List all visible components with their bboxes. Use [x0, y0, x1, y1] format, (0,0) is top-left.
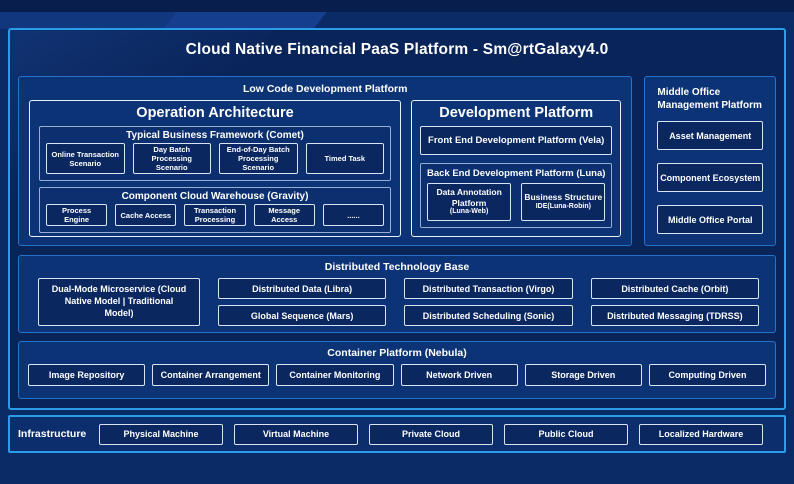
component-cloud-warehouse-title: Component Cloud Warehouse (Gravity) [121, 191, 309, 202]
asset-management-box: Asset Management [657, 121, 763, 150]
computing-driven-box: Computing Driven [648, 364, 767, 386]
distributed-scheduling-box: Distributed Scheduling (Sonic) [404, 305, 573, 326]
component-box: Process Engine [46, 204, 108, 226]
distributed-data-box: Distributed Data (Libra) [218, 278, 387, 299]
component-warehouse-items: Process Engine Cache Access Transaction … [40, 204, 390, 232]
private-cloud-box: Private Cloud [369, 423, 493, 445]
low-code-body: Operation Architecture Typical Business … [19, 100, 631, 237]
infrastructure-section: Infrastructure Physical Machine Virtual … [8, 415, 786, 453]
physical-machine-box: Physical Machine [99, 423, 223, 445]
low-code-section-title: Low Code Development Platform [242, 83, 408, 95]
component-box: Message Access [253, 204, 315, 226]
development-platform-box: Development Platform Front End Developme… [411, 100, 622, 237]
container-platform-title: Container Platform (Nebula) [327, 347, 467, 359]
component-box: Cache Access [115, 204, 177, 226]
component-box: ...... [322, 204, 385, 226]
distributed-technology-base-section: Distributed Technology Base Dual-Mode Mi… [18, 255, 776, 333]
distributed-items: Dual-Mode Microservice (Cloud Native Mod… [19, 277, 775, 326]
typical-business-items: Online Transaction Scenario Day Batch Pr… [40, 143, 390, 180]
container-arrangement-box: Container Arrangement [152, 364, 270, 386]
scenario-box: Timed Task [305, 143, 384, 174]
distributed-messaging-box: Distributed Messaging (TDRSS) [590, 305, 759, 326]
typical-business-framework-box: Typical Business Framework (Comet) Onlin… [39, 126, 391, 181]
component-ecosystem-box: Component Ecosystem [657, 163, 763, 192]
global-sequence-box: Global Sequence (Mars) [218, 305, 387, 326]
diagonal-streak-decoration [163, 12, 327, 29]
component-box: Transaction Processing [184, 204, 246, 226]
network-driven-box: Network Driven [400, 364, 518, 386]
distributed-transaction-box: Distributed Transaction (Virgo) [404, 278, 573, 299]
middle-office-title: Middle Office Management Platform [657, 87, 762, 111]
scenario-box: Online Transaction Scenario [46, 143, 125, 174]
localized-hardware-box: Localized Hardware [639, 423, 763, 445]
development-platform-title: Development Platform [439, 105, 594, 121]
infrastructure-title: Infrastructure [18, 428, 87, 440]
data-annotation-platform-box: Data Annotation Platform (Luna-Web) [427, 183, 512, 221]
storage-driven-box: Storage Driven [524, 364, 642, 386]
dual-mode-microservice-box: Dual-Mode Microservice (Cloud Native Mod… [38, 278, 200, 326]
distributed-cache-box: Distributed Cache (Orbit) [590, 278, 759, 299]
business-structure-ide-label: Business Structure [524, 192, 603, 203]
main-platform-frame: Cloud Native Financial PaaS Platform - S… [8, 28, 786, 410]
component-cloud-warehouse-box: Component Cloud Warehouse (Gravity) Proc… [39, 187, 391, 233]
operation-architecture-title: Operation Architecture [136, 105, 294, 121]
typical-business-framework-title: Typical Business Framework (Comet) [126, 130, 304, 141]
data-annotation-platform-subtitle: (Luna-Web) [449, 208, 489, 216]
data-annotation-platform-label: Data Annotation Platform [436, 187, 502, 208]
back-end-items: Data Annotation Platform (Luna-Web) Busi… [427, 183, 606, 221]
back-end-platform-title: Back End Development Platform (Luna) [427, 168, 606, 179]
front-end-platform-box: Front End Development Platform (Vela) [420, 126, 613, 155]
scenario-box: End-of-Day Batch Processing Scenario [219, 143, 298, 174]
middle-office-management-section: Middle Office Management Platform Asset … [644, 76, 776, 246]
image-repository-box: Image Repository [28, 364, 146, 386]
container-monitoring-box: Container Monitoring [276, 364, 394, 386]
top-row: Low Code Development Platform Operation … [18, 76, 776, 246]
page-title: Cloud Native Financial PaaS Platform - S… [185, 41, 609, 58]
distributed-technology-base-title: Distributed Technology Base [324, 261, 470, 273]
back-end-platform-box: Back End Development Platform (Luna) Dat… [420, 163, 613, 228]
business-structure-ide-box: Business Structure IDE(Luna-Robin) [521, 183, 606, 221]
operation-architecture-box: Operation Architecture Typical Business … [29, 100, 401, 237]
business-structure-ide-subtitle: IDE(Luna-Robin) [535, 202, 591, 210]
scenario-box: Day Batch Processing Scenario [132, 143, 211, 174]
top-strip-decoration [0, 0, 794, 12]
container-platform-items: Image Repository Container Arrangement C… [19, 363, 775, 386]
container-platform-section: Container Platform (Nebula) Image Reposi… [18, 341, 776, 399]
public-cloud-box: Public Cloud [504, 423, 628, 445]
middle-office-portal-box: Middle Office Portal [657, 205, 763, 234]
low-code-development-platform-section: Low Code Development Platform Operation … [18, 76, 633, 246]
virtual-machine-box: Virtual Machine [234, 423, 358, 445]
